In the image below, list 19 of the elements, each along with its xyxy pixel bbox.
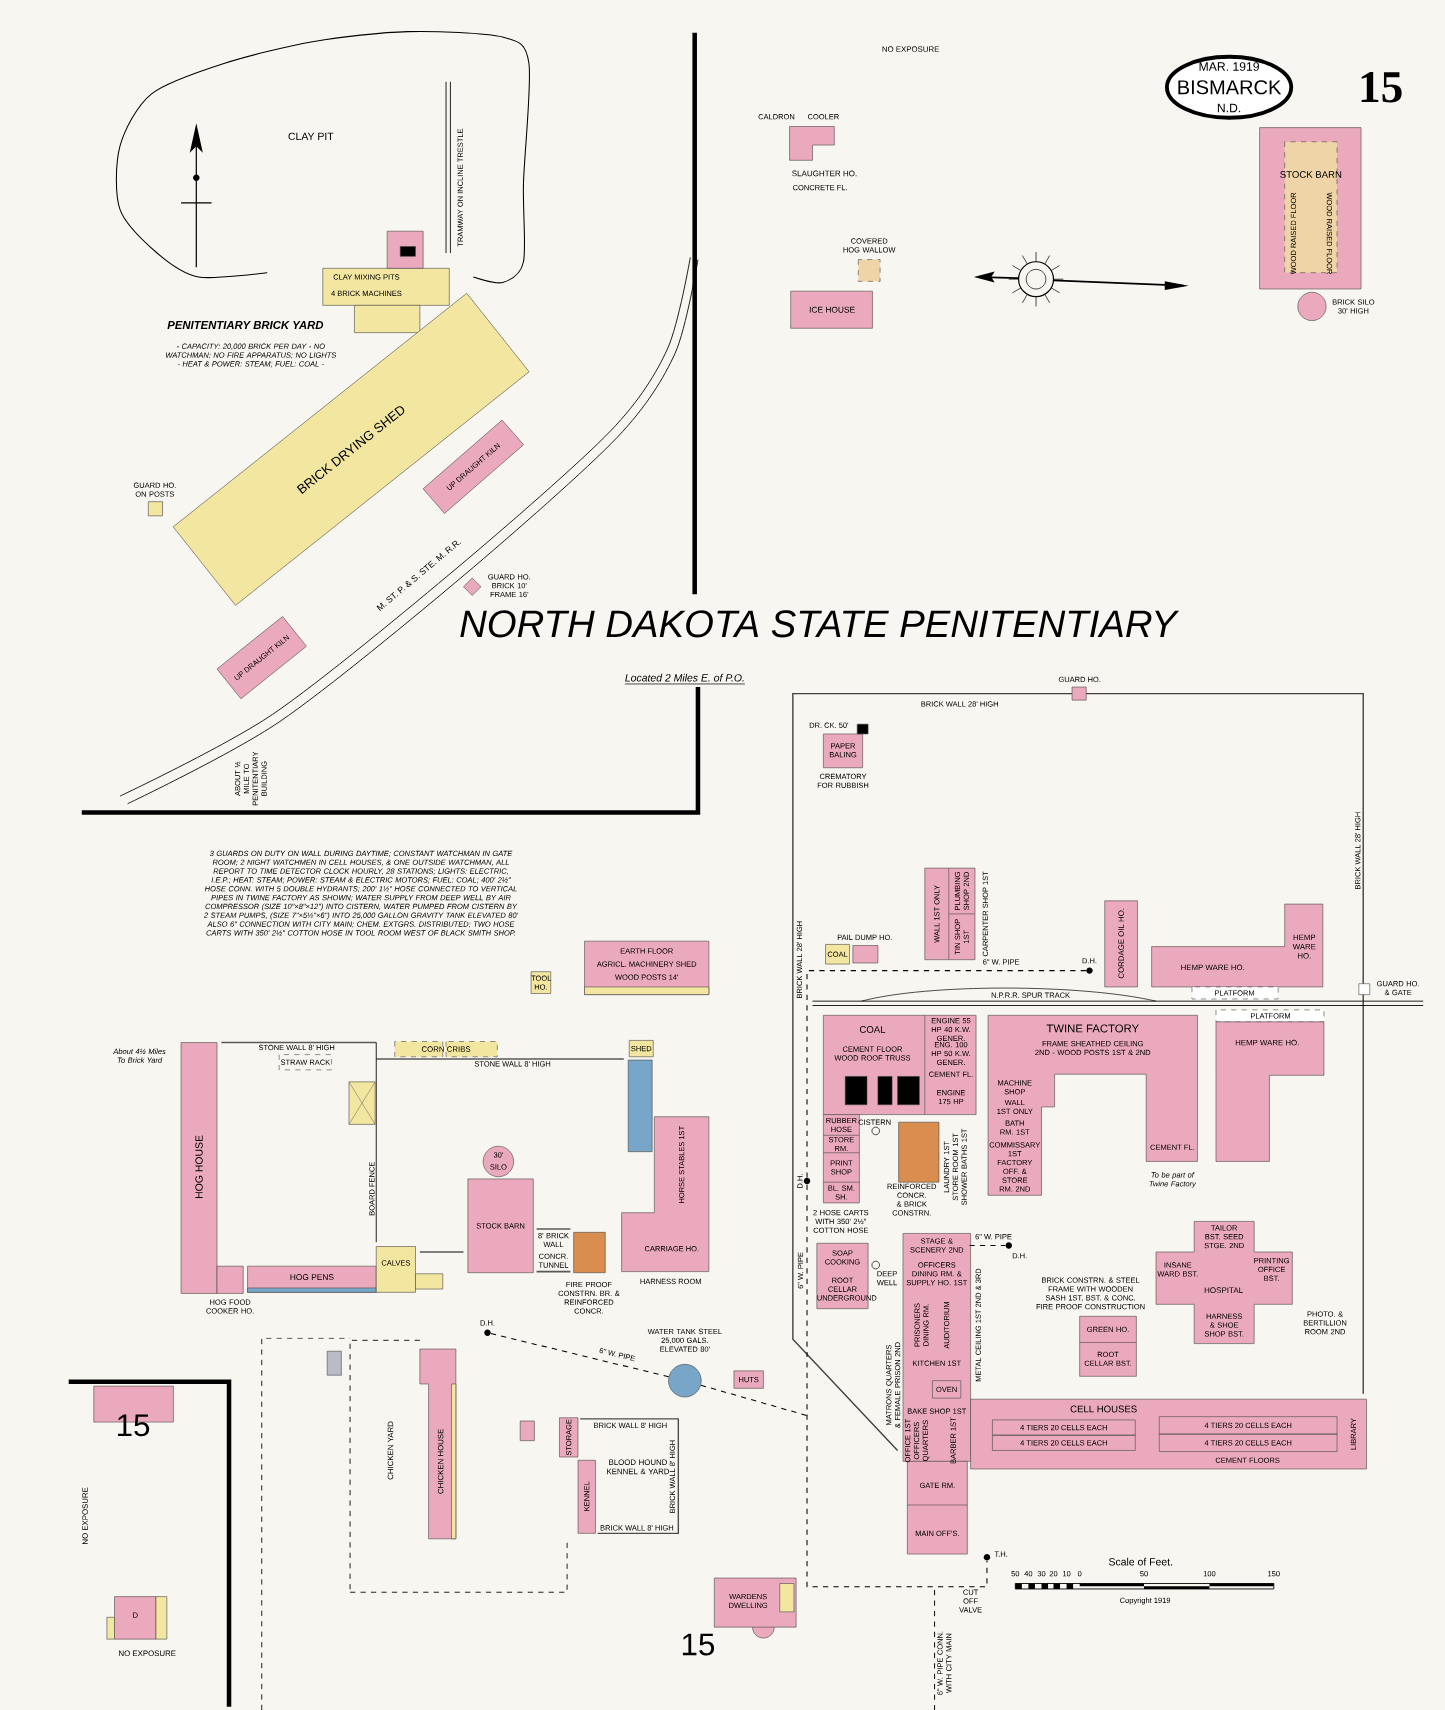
sheet-number: 15 — [1361, 72, 1402, 103]
node-label: SLAUGHTER HO. — [792, 170, 857, 177]
shed — [348, 1081, 376, 1125]
shed — [326, 1350, 342, 1376]
shed — [627, 1059, 653, 1152]
map-label: CLAY PIT — [288, 132, 334, 141]
building: HOG PENS — [247, 1265, 377, 1293]
water-pipe — [806, 970, 1087, 1179]
sheet-number: 15 — [118, 1414, 150, 1437]
scale-title: Scale of Feet. — [1108, 1557, 1172, 1566]
map-label: Located 2 Miles E. of P.O. — [624, 673, 746, 685]
map-title: NORTH DAKOTA STATE PENITENTIARY — [460, 610, 1180, 638]
building: ICE HOUSE — [790, 290, 873, 329]
water-pipe — [806, 1184, 988, 1588]
water-pipe — [490, 1333, 670, 1378]
location-stamp: MAR. 1919 BISMARCK N.D. — [1165, 54, 1294, 120]
shed — [519, 1420, 535, 1441]
sheet-number: 15 — [682, 1633, 715, 1656]
water-pipe — [700, 1384, 808, 1417]
